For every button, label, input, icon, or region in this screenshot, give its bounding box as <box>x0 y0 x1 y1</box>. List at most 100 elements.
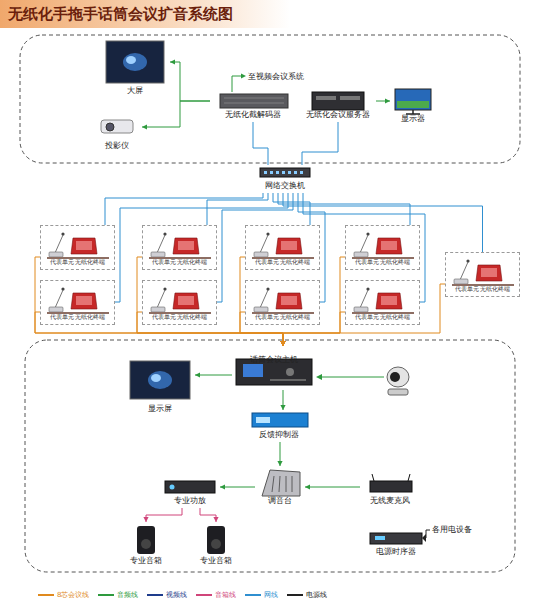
connector-line <box>305 487 360 488</box>
connector-line <box>240 257 283 346</box>
connector <box>376 98 390 103</box>
terminal-icon <box>248 282 318 316</box>
illustration-part <box>292 476 293 492</box>
illustration-part <box>316 374 322 380</box>
illustration-part <box>211 539 221 549</box>
arrow-head <box>213 517 218 522</box>
device-node: 显示屏 <box>125 358 195 416</box>
illustration-part <box>395 89 431 110</box>
connector <box>280 257 345 346</box>
arrow-head <box>220 484 225 489</box>
illustration-part <box>106 123 114 131</box>
connector-line <box>207 193 268 225</box>
node-label: 代表单元 无纸化终端 <box>255 258 311 266</box>
illustration-part <box>286 368 294 376</box>
device-node: 大屏 <box>100 38 170 98</box>
node-label-row: 大屏 <box>100 78 170 97</box>
connector <box>142 101 210 130</box>
arrow-head <box>280 341 285 346</box>
connector <box>170 59 210 101</box>
illustration-part <box>165 481 215 493</box>
connector <box>35 312 286 346</box>
arrow-head <box>170 59 175 64</box>
illustration-part <box>270 379 306 381</box>
node-label-row: 无线麦克风 <box>360 488 420 507</box>
terminal-icon <box>43 282 113 316</box>
node-label-row: 代表单元 无纸化终端 <box>41 249 114 268</box>
device-node: 显示器 <box>390 86 436 126</box>
terminal-icon <box>348 282 418 316</box>
device-node: 话筒会议主机 <box>232 346 316 390</box>
illustration-part <box>207 526 225 554</box>
connector <box>143 508 182 522</box>
arrow-head <box>280 341 285 346</box>
illustration-part <box>288 171 291 174</box>
node-label-row: 代表单元 无纸化终端 <box>143 304 216 323</box>
connector <box>115 193 288 302</box>
connector-line <box>298 193 325 302</box>
illustration-part <box>422 534 426 542</box>
node-label: 投影仪 <box>105 141 129 151</box>
legend: 8芯会议线音频线视频线音箱线网线电源线 <box>38 590 327 600</box>
device-node: 网络交换机 <box>255 165 315 193</box>
node-label: 无纸化会议服务器 <box>306 110 370 120</box>
node-label: 无纸化截解码器 <box>225 110 281 120</box>
legend-item: 网线 <box>245 590 278 600</box>
arrow-head <box>280 341 285 346</box>
illustration-part <box>390 372 400 382</box>
illustration-part <box>241 74 246 79</box>
node-label: 代表单元 无纸化终端 <box>455 285 511 293</box>
illustration-part <box>370 533 422 544</box>
legend-item: 8芯会议线 <box>38 590 89 600</box>
illustration-part <box>232 76 243 92</box>
terminal-icon <box>248 227 318 261</box>
legend-text: 音频线 <box>117 590 138 600</box>
node-label-row: 无纸化会议服务器 <box>300 102 376 121</box>
terminal-box: 代表单元 无纸化终端 <box>142 225 217 270</box>
arrow-head <box>280 341 285 346</box>
illustration-part <box>25 340 515 572</box>
connector <box>200 508 219 522</box>
illustration-part <box>220 94 288 108</box>
note-label: 至视频会议系统 <box>248 71 304 82</box>
illustration-part <box>264 171 267 174</box>
illustration-part <box>286 476 287 492</box>
legend-line <box>147 594 163 596</box>
node-label-row: 代表单元 无纸化终端 <box>246 249 319 268</box>
node-label: 调音台 <box>268 496 292 506</box>
illustration-part <box>387 367 409 387</box>
terminal-icon <box>348 227 418 261</box>
node-label-row: 代表单元 无纸化终端 <box>246 304 319 323</box>
node-label-row: 专业音箱 <box>197 548 235 567</box>
arrow-head <box>280 341 285 346</box>
node-label: 代表单元 无纸化终端 <box>50 313 106 321</box>
node-label: 大屏 <box>127 86 143 96</box>
device-node: 专业功放 <box>160 478 220 508</box>
connector-line <box>220 487 255 488</box>
terminal-icon <box>43 227 113 261</box>
legend-item: 电源线 <box>287 590 327 600</box>
connector-line <box>146 508 182 522</box>
legend-line-sample <box>147 592 163 598</box>
node-label-row: 代表单元 无纸化终端 <box>446 276 519 295</box>
terminal-box: 代表单元 无纸化终端 <box>245 280 320 325</box>
title-banner: 无纸化手拖手话筒会议扩音系统图 <box>0 0 290 28</box>
illustration-part <box>270 171 273 174</box>
connector <box>277 442 282 466</box>
connector <box>273 193 310 225</box>
terminal-icon <box>145 227 215 261</box>
illustration-part <box>294 171 297 174</box>
illustration-part <box>397 101 429 108</box>
device-node: 无纸化会议服务器 <box>300 90 376 122</box>
node-label-row: 投影仪 <box>92 133 142 152</box>
illustration-part <box>322 377 384 378</box>
arrow-head <box>143 517 148 522</box>
illustration-part <box>243 364 263 377</box>
connector <box>280 390 285 410</box>
illustration-part <box>101 120 133 133</box>
terminal-box: 代表单元 无纸化终端 <box>142 280 217 325</box>
illustration-part <box>312 92 364 110</box>
illustration-part <box>279 476 280 492</box>
